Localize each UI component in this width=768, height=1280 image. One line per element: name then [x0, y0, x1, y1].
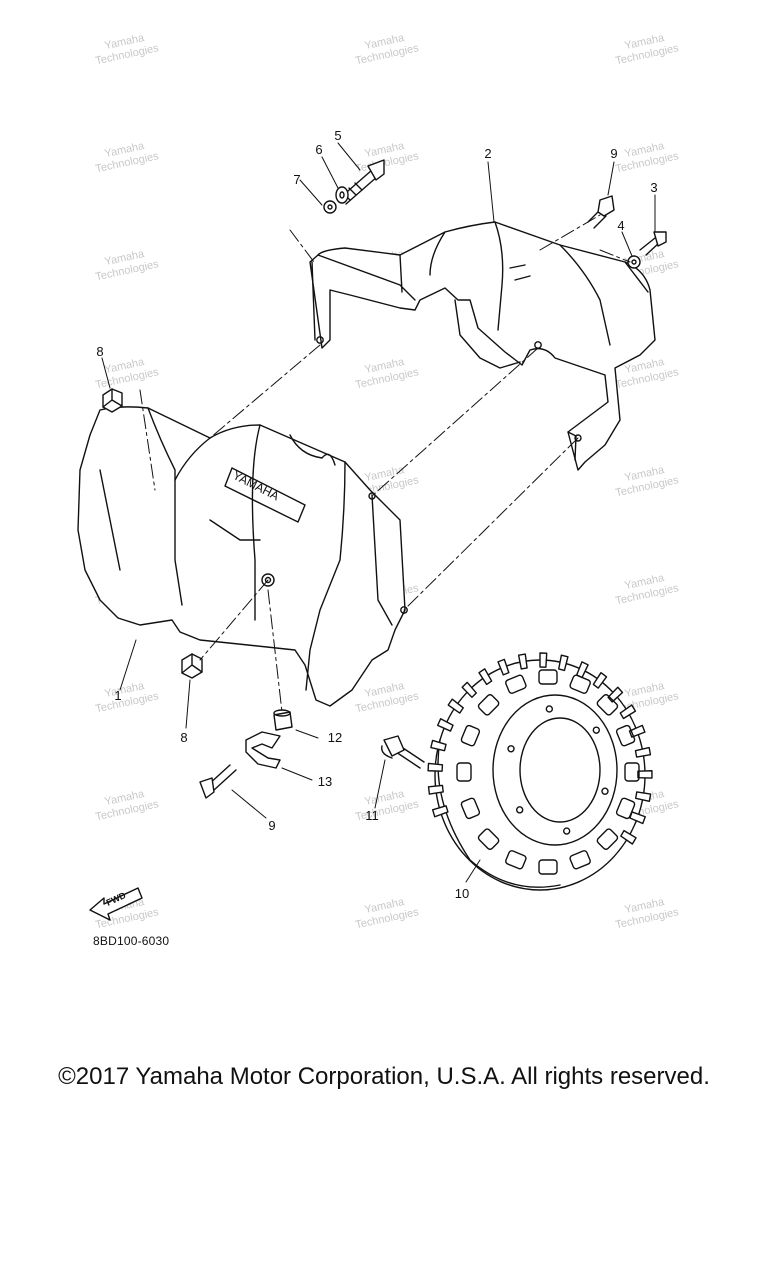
callout-3: 3 [650, 180, 657, 195]
part-flywheel-fan [427, 652, 653, 891]
part-washer-4 [627, 255, 641, 269]
copyright-notice: ©2017 Yamaha Motor Corporation, U.S.A. A… [58, 1063, 710, 1090]
diagram-code: 8BD100-6030 [93, 934, 170, 948]
callout-5: 5 [334, 128, 341, 143]
callout-11: 11 [365, 808, 379, 823]
part-bolt-9-upper [587, 195, 615, 229]
part-bolt-3 [639, 231, 667, 256]
callout-10: 10 [455, 886, 469, 901]
callout-13: 13 [318, 774, 332, 789]
part-nut-8-lower [181, 653, 203, 679]
part-bolt-11 [381, 735, 425, 769]
part-clip-13 [245, 731, 281, 769]
callout-6: 6 [315, 142, 322, 157]
part-grommet-12 [273, 709, 293, 731]
callout-8: 8 [180, 730, 187, 745]
part-lower-shroud [77, 406, 408, 707]
fwd-arrow-icon [89, 887, 143, 921]
part-bolt-5 [339, 159, 385, 205]
part-bolt-9-lower [199, 764, 237, 799]
part-washer-7 [323, 200, 337, 214]
callout-1: 1 [114, 688, 121, 703]
callout-9: 9 [610, 146, 617, 161]
part-nut-8-upper [102, 388, 123, 413]
callout-4: 4 [617, 218, 624, 233]
callout-12: 12 [328, 730, 342, 745]
callout-2: 2 [484, 146, 491, 161]
part-upper-shroud [309, 221, 656, 471]
part-washer-6 [335, 186, 349, 204]
callout-7: 7 [293, 172, 300, 187]
callout-8: 8 [96, 344, 103, 359]
callout-9: 9 [268, 818, 275, 833]
